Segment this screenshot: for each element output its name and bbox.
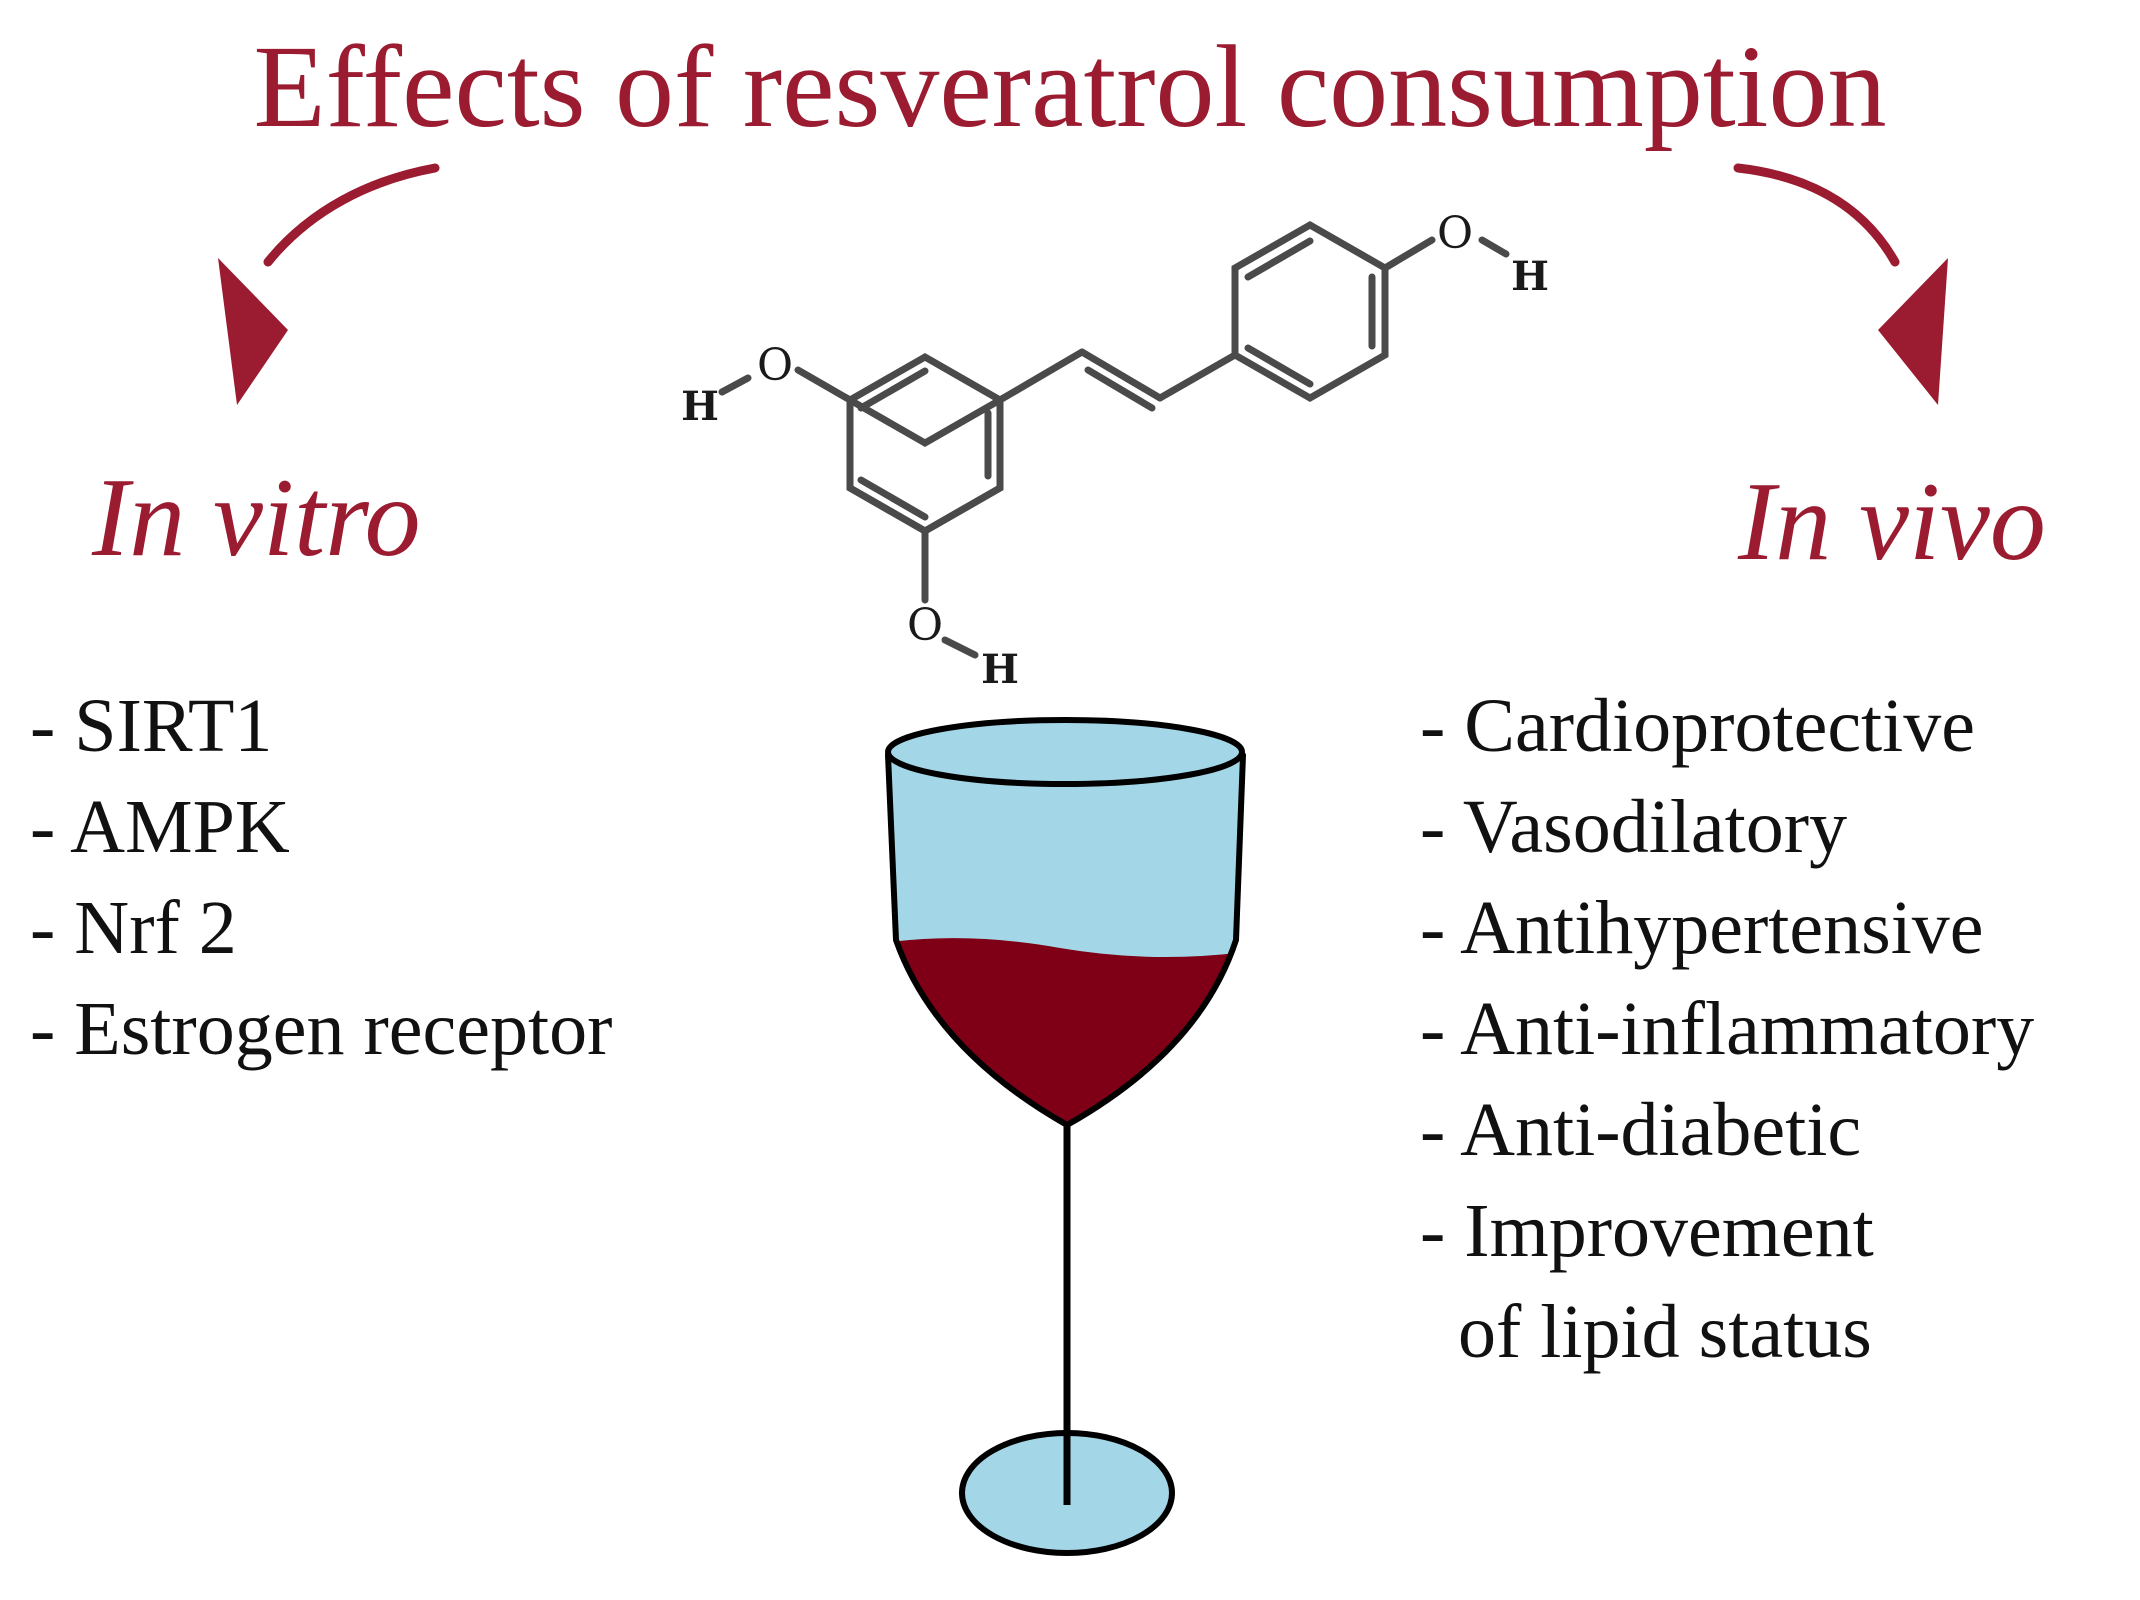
- in-vivo-heading: In vivo: [1738, 460, 2046, 584]
- in-vivo-item: - Antihypertensive: [1420, 886, 1984, 970]
- oxygen-atom-label: O: [1437, 208, 1473, 259]
- in-vitro-item: - SIRT1: [30, 684, 273, 768]
- hydrogen-atom-label: H: [981, 646, 1019, 693]
- in-vivo-item: - Improvement of lipid status: [1420, 1189, 1874, 1374]
- in-vivo-effects-list: - Cardioprotective - Vasodilatory - Anti…: [1420, 676, 2034, 1383]
- right-curved-arrow-icon: [1733, 163, 1948, 405]
- in-vitro-item: - AMPK: [30, 785, 290, 869]
- resveratrol-structure: [718, 220, 1510, 659]
- oxygen-atom-label: O: [757, 340, 793, 391]
- hydrogen-atom-label: H: [681, 383, 719, 430]
- in-vivo-item: - Anti-diabetic: [1420, 1088, 1862, 1172]
- in-vitro-heading: In vitro: [92, 456, 421, 580]
- hydrogen-atom-label: H: [1511, 253, 1549, 300]
- in-vivo-item: - Anti-inflammatory: [1420, 987, 2035, 1071]
- figure-title: Effects of resveratrol consumption: [253, 21, 1887, 152]
- wine-glass-icon: [885, 717, 1246, 1556]
- left-curved-arrow-icon: [218, 163, 440, 405]
- in-vitro-item: - Estrogen receptor: [30, 987, 613, 1071]
- in-vivo-item: - Vasodilatory: [1420, 785, 1848, 869]
- oxygen-atom-label: O: [907, 600, 943, 651]
- in-vitro-effects-list: - SIRT1 - AMPK - Nrf 2 - Estrogen recept…: [30, 676, 612, 1080]
- in-vitro-item: - Nrf 2: [30, 886, 237, 970]
- in-vivo-item: - Cardioprotective: [1420, 684, 1976, 768]
